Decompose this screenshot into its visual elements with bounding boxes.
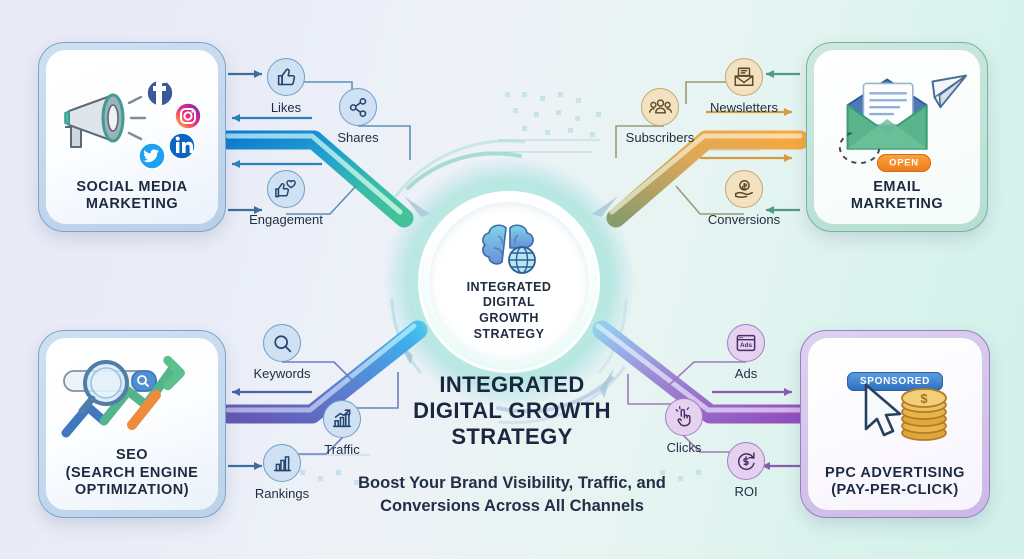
metric-node-traffic[interactable]: Traffic <box>288 400 396 457</box>
card-social-title: SOCIAL MEDIA MARKETING <box>76 178 188 213</box>
twitter-icon <box>138 142 166 170</box>
email-marketing-art <box>822 64 972 175</box>
open-badge: OPEN <box>877 154 931 173</box>
social-media-art <box>54 64 210 179</box>
cursor-icon <box>864 384 902 437</box>
metric-label: ROI <box>734 484 758 499</box>
svg-text:Ads: Ads <box>740 342 753 349</box>
thumbs-up-heart-icon <box>267 170 305 208</box>
seo-art <box>54 352 210 447</box>
magnifier-icon <box>78 360 129 415</box>
metric-label: Keywords <box>253 366 311 381</box>
central-hub[interactable]: INTEGRATED DIGITAL GROWTH STRATEGY <box>418 191 600 373</box>
metric-node-likes[interactable]: Likes <box>232 58 340 115</box>
megaphone-icon <box>64 93 147 149</box>
card-social-media-marketing[interactable]: SOCIAL MEDIA MARKETING <box>38 42 226 232</box>
bar-chart-arrow-icon <box>323 400 361 438</box>
pipe-email <box>606 130 810 228</box>
thumbs-up-icon <box>267 58 305 96</box>
hub-title: INTEGRATED DIGITAL GROWTH STRATEGY <box>466 279 552 341</box>
svg-text:$: $ <box>920 391 928 406</box>
metric-node-ads[interactable]: Ads Ads <box>692 324 800 381</box>
card-email-marketing[interactable]: OPEN EMAIL MARKETING <box>806 42 988 232</box>
email-open-badge-wrap: OPEN <box>877 153 931 173</box>
metric-label: Newsletters <box>710 100 778 115</box>
metric-node-roi[interactable]: ROI <box>692 442 800 499</box>
linkedin-icon <box>168 132 196 161</box>
metric-node-conversions[interactable]: Conversions <box>690 170 798 227</box>
brain-globe-icon <box>482 223 536 274</box>
pipe-ppc <box>592 320 810 424</box>
metric-leaders <box>282 81 746 455</box>
facebook-icon <box>146 78 174 108</box>
card-seo[interactable]: SEO (SEARCH ENGINE OPTIMIZATION) <box>38 330 226 518</box>
metric-label: Rankings <box>254 486 310 501</box>
metric-label: Likes <box>270 100 302 115</box>
metric-label: Engagement <box>249 212 323 227</box>
envelope-icon <box>846 78 928 150</box>
metric-node-clicks[interactable]: Clicks <box>630 398 738 455</box>
hand-dollar-icon <box>725 170 763 208</box>
metric-label: Clicks <box>666 440 702 455</box>
ppc-art: SPONSORED <box>816 352 974 465</box>
pipe-social <box>218 130 414 228</box>
pipe-seo <box>218 320 428 424</box>
headline-block: INTEGRATED DIGITAL GROWTH STRATEGY Boost… <box>312 372 712 517</box>
coins-icon: $ <box>901 388 947 442</box>
card-ppc-title: PPC ADVERTISING (PAY-PER-CLICK) <box>825 464 965 499</box>
main-title: INTEGRATED DIGITAL GROWTH STRATEGY <box>413 372 611 449</box>
metric-label: Shares <box>337 130 379 145</box>
card-email-title: EMAIL MARKETING <box>850 178 944 213</box>
ads-window-icon: Ads <box>727 324 765 362</box>
sponsored-badge-wrap: SPONSORED <box>846 371 944 392</box>
metric-node-engagement[interactable]: Engagement <box>232 170 340 227</box>
card-seo-title: SEO (SEARCH ENGINE OPTIMIZATION) <box>65 446 199 499</box>
metric-label: Ads <box>734 366 758 381</box>
metric-node-shares[interactable]: Shares <box>304 88 412 145</box>
magnifier-icon <box>263 324 301 362</box>
metric-node-subscribers[interactable]: Subscribers <box>606 88 714 145</box>
metric-node-keywords[interactable]: Keywords <box>228 324 336 381</box>
users-group-icon <box>641 88 679 126</box>
share-nodes-icon <box>339 88 377 126</box>
circuit-dots-decor <box>300 92 701 485</box>
click-hand-icon <box>665 398 703 436</box>
dashed-loop-decor <box>838 132 881 165</box>
card-ppc-advertising[interactable]: SPONSORED <box>800 330 990 518</box>
flow-arrows <box>228 70 800 470</box>
metric-node-newsletters[interactable]: Newsletters <box>690 58 798 115</box>
metric-label: Traffic <box>324 442 360 457</box>
hub-core: INTEGRATED DIGITAL GROWTH STRATEGY <box>429 202 589 362</box>
bar-chart-icon <box>263 444 301 482</box>
paper-plane-icon <box>931 74 968 109</box>
roi-dollar-icon <box>727 442 765 480</box>
metric-label: Subscribers <box>625 130 695 145</box>
newsletter-icon <box>725 58 763 96</box>
metric-label: Conversions <box>707 212 781 227</box>
sponsored-badge: SPONSORED <box>846 372 944 392</box>
metric-node-rankings[interactable]: Rankings <box>228 444 336 501</box>
instagram-icon <box>174 102 202 131</box>
subtitle: Boost Your Brand Visibility, Traffic, an… <box>358 473 666 515</box>
